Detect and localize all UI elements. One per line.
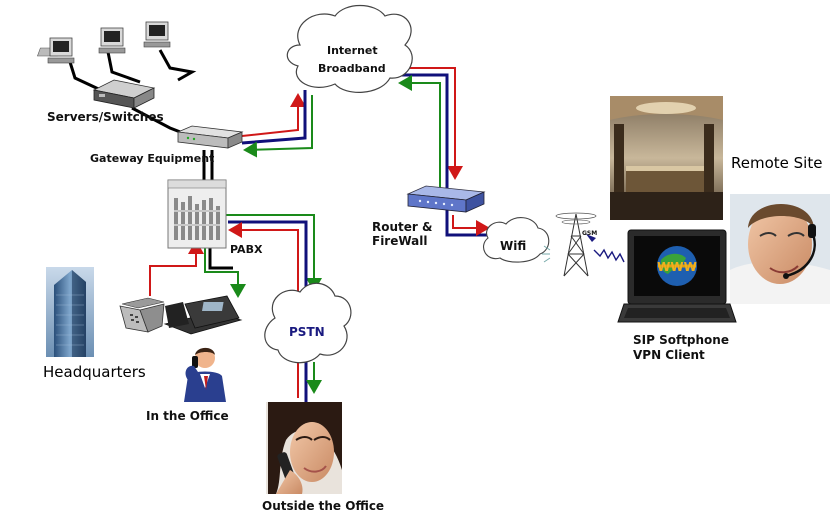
headset-person-photo: [730, 194, 830, 304]
internet-cloud: [286, 5, 413, 93]
www-globe-icon: WWW: [657, 246, 697, 286]
desktop-computer-icon: [143, 21, 171, 48]
router-label-line1: Router &: [372, 220, 433, 234]
gateway-icon: [176, 125, 244, 149]
desktop-computer-icon: [98, 27, 126, 54]
router-icon: [406, 185, 486, 213]
gateway-equipment-label: Gateway Equipment: [90, 152, 215, 165]
wifi-label: Wifi: [500, 239, 527, 253]
link-pabx-phones: [149, 240, 246, 298]
gsm-signal-icon: [586, 234, 625, 263]
radio-tower-icon: [542, 212, 597, 277]
building-photo: [46, 267, 94, 357]
link-pabx-pstn: [226, 214, 322, 292]
office-person-icon: [184, 347, 226, 402]
lobby-photo: [610, 96, 723, 220]
ip-phone-icon: [163, 295, 243, 335]
link-gateway-pabx: [202, 150, 214, 180]
router-label-line2: FireWall: [372, 234, 428, 248]
vpn-client-label: VPN Client: [633, 348, 705, 362]
server-icon: [92, 79, 156, 109]
woman-on-phone-photo: [266, 402, 342, 494]
svg-text:WWW: WWW: [657, 260, 697, 274]
servers-switches-label: Servers/Switches: [47, 110, 164, 124]
wifi-cloud: [483, 217, 550, 263]
desktop-computer-icon: [37, 37, 75, 64]
link-pstn-outside: [297, 362, 322, 402]
pabx-label: PABX: [230, 243, 263, 256]
outside-the-office-label: Outside the Office: [262, 499, 385, 513]
remote-site-label: Remote Site: [731, 154, 823, 172]
sip-softphone-label: SIP Softphone: [633, 333, 729, 347]
laptop-icon: WWW: [617, 229, 737, 323]
pstn-label: PSTN: [289, 325, 325, 339]
gsm-label: GSM: [582, 230, 598, 237]
headquarters-label: Headquarters: [43, 363, 146, 381]
pabx-rack-icon: [167, 179, 227, 249]
link-gateway-internet: [241, 90, 313, 158]
desk-phone-icon: [119, 297, 165, 333]
internet-label: Internet: [327, 44, 378, 57]
broadband-label: Broadband: [318, 62, 386, 75]
in-the-office-label: In the Office: [146, 409, 229, 423]
pstn-cloud: [264, 282, 352, 364]
link-router-wifi: [445, 208, 492, 237]
link-internet-router: [395, 67, 463, 192]
